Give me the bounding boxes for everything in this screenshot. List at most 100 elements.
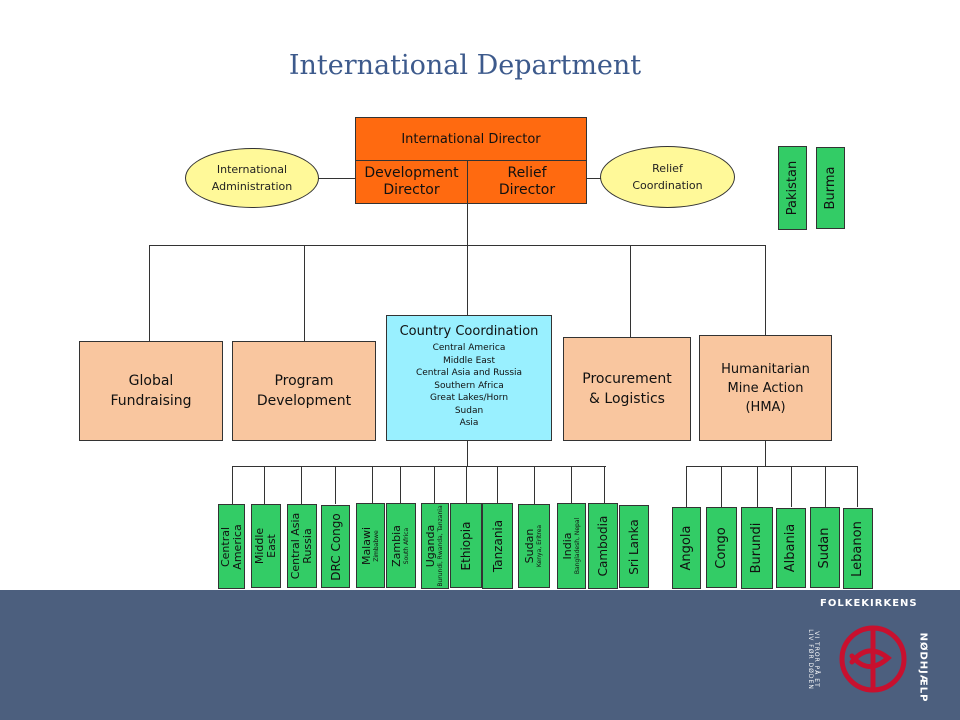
- hma-country-box: Angola: [672, 507, 701, 589]
- country-label: Cambodia: [596, 515, 610, 577]
- country-label: Central: [218, 526, 232, 567]
- hma-country-label: Angola: [678, 525, 694, 571]
- country-sublabel: Bangladesh, Nepal: [573, 517, 581, 575]
- country-box: Ethiopia: [450, 503, 482, 588]
- pakistan-box: Pakistan: [778, 146, 807, 230]
- country-label: Malawi: [359, 526, 373, 565]
- country-sublabel: Burundi, Rwanda, Tanzania: [437, 505, 444, 587]
- country-label-line2: America: [230, 523, 244, 570]
- relief-director-line2: Director: [498, 182, 556, 198]
- page-title: International Department: [288, 50, 642, 81]
- country-sublabel: Zimbabwe: [372, 529, 380, 562]
- connector-tick: [571, 466, 572, 504]
- burma-box: Burma: [816, 147, 845, 229]
- relief-director-box: Relief Director: [467, 160, 587, 204]
- country-coordination-title: Country Coordination: [399, 324, 539, 339]
- global-fundraising-box: Global Fundraising: [79, 341, 223, 441]
- connector-tick: [232, 466, 233, 504]
- development-director-line1: Development: [364, 165, 459, 181]
- development-director-line2: Director: [383, 182, 440, 198]
- country-coordination-item: Southern Africa: [434, 380, 504, 391]
- hma-country-box: Lebanon: [843, 508, 873, 589]
- connector-tick: [825, 466, 826, 507]
- logo-motto-2: LIV FØR DØDEN: [806, 629, 814, 690]
- hma-country-label: Sudan: [817, 527, 832, 568]
- connector-tick: [400, 466, 401, 504]
- hma-line2: Mine Action: [727, 380, 804, 396]
- logo-name-side: NØDHJÆLP: [917, 632, 929, 703]
- country-coordination-item: Middle East: [442, 355, 495, 366]
- hma-country-label: Burundi: [749, 522, 764, 574]
- country-box: DRC Congo: [321, 505, 350, 588]
- development-director-box: Development Director: [355, 160, 468, 204]
- hma-country-box: Sudan: [810, 507, 840, 588]
- country-label-line2: Russia: [301, 528, 314, 564]
- country-label: India: [560, 532, 574, 560]
- relief-coord-line1: Relief: [652, 162, 683, 175]
- hma-country-label: Lebanon: [850, 520, 865, 577]
- hma-line1: Humanitarian: [721, 361, 810, 377]
- country-label: Tanzania: [490, 519, 505, 573]
- hma-line3: (HMA): [745, 399, 786, 415]
- international-director-box: International Director: [355, 117, 587, 161]
- global-fundraising-line2: Fundraising: [110, 393, 192, 409]
- country-coordination-item: Sudan: [454, 405, 484, 416]
- connector-tick: [534, 466, 535, 504]
- hma-country-box: Albania: [776, 508, 806, 588]
- relief-coord-line2: Coordination: [632, 179, 703, 192]
- country-coordination-item: Central America: [432, 343, 506, 353]
- connector-tick: [372, 466, 373, 504]
- country-coordination-item: Great Lakes/Horn: [429, 393, 509, 403]
- program-development-line1: Program: [274, 373, 334, 389]
- burma-label: Burma: [822, 166, 838, 210]
- country-coordination-box: Country Coordination Central America Mid…: [386, 315, 552, 441]
- connector-tick: [791, 466, 792, 507]
- admin-line1: International: [216, 163, 288, 176]
- country-coordination-item: Central Asia and Russia: [415, 368, 523, 378]
- country-coordination-item: Asia: [459, 418, 479, 428]
- procurement-line2: & Logistics: [589, 391, 665, 407]
- country-label: DRC Congo: [328, 512, 343, 581]
- country-label: Uganda: [424, 524, 437, 568]
- connector-tick: [335, 466, 336, 504]
- country-box: Sri Lanka: [619, 505, 649, 588]
- pakistan-label: Pakistan: [784, 160, 800, 216]
- country-label: Zambia: [390, 524, 403, 567]
- connector-tick: [721, 466, 722, 507]
- relief-director-line1: Relief: [507, 165, 547, 181]
- procurement-logistics-box: Procurement & Logistics: [563, 337, 691, 441]
- country-sublabel: South Africa: [403, 527, 410, 564]
- connector-tick: [857, 466, 858, 507]
- hma-country-box: Congo: [706, 507, 737, 588]
- country-label: Sudan: [523, 528, 536, 564]
- connector-tick: [604, 466, 605, 504]
- connector-tick: [466, 466, 467, 504]
- footer-band: FOLKEKIRKENS NØDHJÆLP VI TROR PÅ ET LIV …: [0, 590, 960, 720]
- country-label: Sri Lanka: [627, 518, 641, 575]
- program-development-line2: Development: [256, 393, 352, 409]
- hma-country-box: Burundi: [741, 507, 773, 589]
- connector-tick: [686, 466, 687, 507]
- global-fundraising-line1: Global: [128, 373, 174, 389]
- connector-tick: [434, 466, 435, 504]
- country-sublabel: Kenya, Eritrea: [536, 524, 543, 568]
- country-box: Tanzania: [482, 503, 513, 589]
- country-label: Ethiopia: [459, 521, 473, 570]
- country-box: Cambodia: [588, 503, 618, 589]
- connector-tick: [497, 466, 498, 504]
- fish-cross-logo-icon: [839, 625, 907, 693]
- program-development-box: Program Development: [232, 341, 376, 441]
- country-label-line2: East: [265, 534, 278, 558]
- admin-line2: Administration: [211, 180, 293, 193]
- connector-tick: [264, 466, 265, 504]
- hma-country-label: Albania: [783, 523, 798, 573]
- international-director-label: International Director: [401, 131, 541, 147]
- relief-coordination-oval: Relief Coordination: [600, 146, 735, 208]
